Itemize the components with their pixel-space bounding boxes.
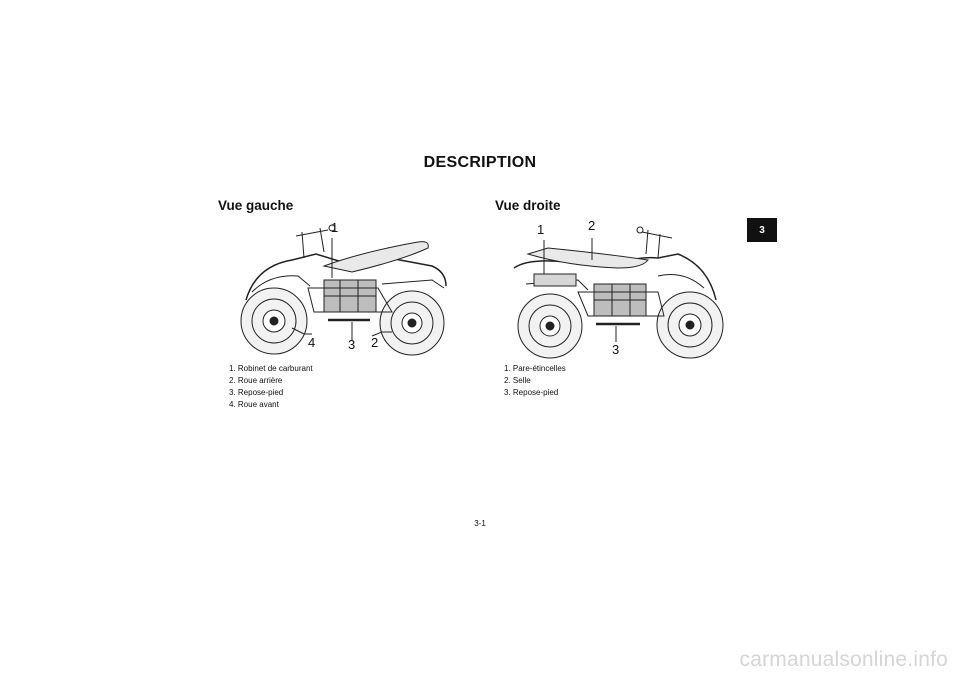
legend-item: 3. Repose-pied (504, 388, 559, 397)
left-callout-1: 1 (331, 220, 339, 235)
left-callout-4: 4 (308, 335, 316, 350)
page-number: 3-1 (474, 519, 486, 528)
right-view-legend: 1. Pare-étincelles 2. Selle 3. Repose-pi… (504, 363, 566, 399)
legend-item: 1. Robinet de carburant (229, 364, 313, 373)
page-title: DESCRIPTION (423, 154, 537, 171)
atv-right-view-illustration: 1 2 3 (508, 214, 730, 360)
atv-left-drawing (240, 224, 447, 356)
right-callout-1: 1 (537, 222, 545, 237)
left-view-title: Vue gauche (218, 198, 294, 213)
left-callout-2: 2 (371, 335, 379, 350)
legend-item: 2. Roue arrière (229, 376, 283, 385)
left-callout-3: 3 (348, 337, 356, 352)
right-callout-3: 3 (612, 342, 620, 357)
watermark: carmanualsonline.info (739, 648, 948, 671)
chapter-tab: 3 (747, 218, 777, 242)
left-view-legend: 1. Robinet de carburant 2. Roue arrière … (229, 363, 313, 411)
atv-right-drawing (513, 226, 724, 359)
right-callout-2: 2 (588, 218, 596, 233)
legend-item: 2. Selle (504, 376, 531, 385)
legend-item: 3. Repose-pied (229, 388, 284, 397)
atv-left-view-illustration: 1 4 3 2 (232, 214, 454, 360)
legend-item: 4. Roue avant (229, 400, 279, 409)
legend-item: 1. Pare-étincelles (504, 364, 566, 373)
right-view-title: Vue droite (495, 198, 561, 213)
